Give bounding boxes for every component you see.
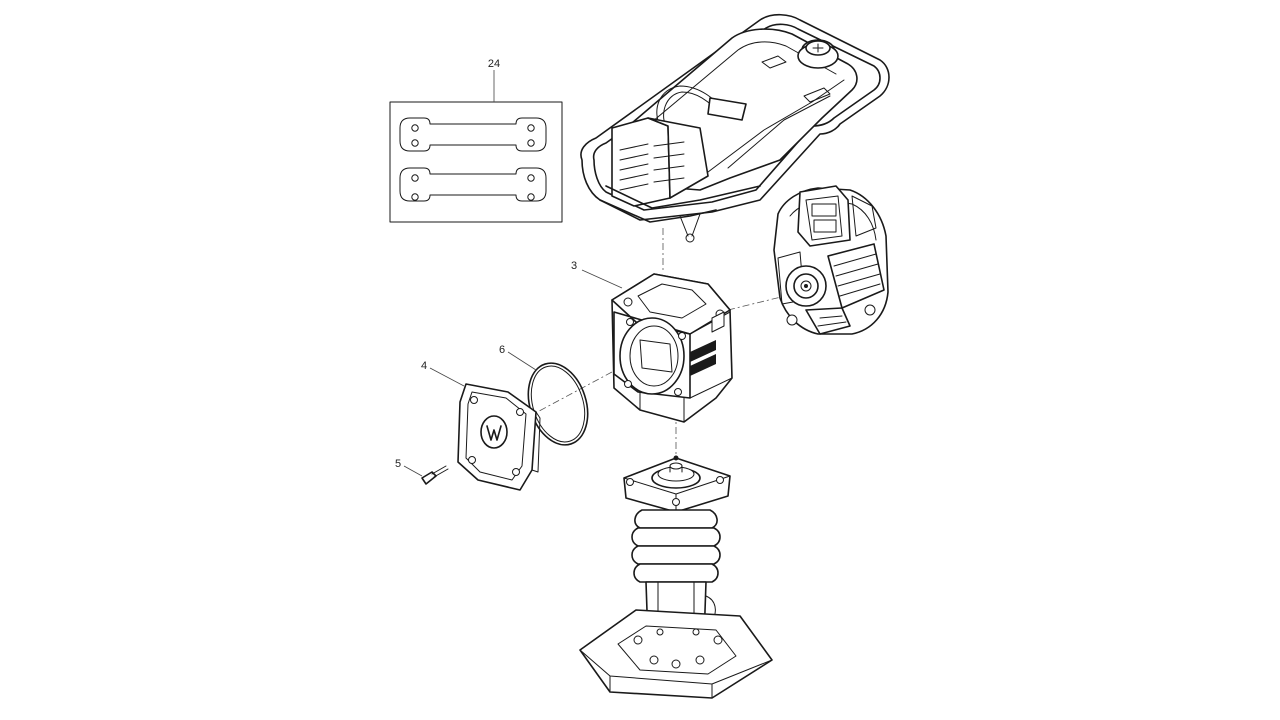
- callout-6: 6: [499, 344, 505, 356]
- part-3-crankcase[interactable]: [581, 269, 733, 423]
- callout-4: 4: [421, 360, 427, 372]
- ramming-system-assembly[interactable]: [579, 455, 773, 699]
- part-4-cover-plate[interactable]: [429, 367, 541, 491]
- handle-tank-assembly[interactable]: [580, 13, 890, 243]
- engine-assembly[interactable]: [773, 185, 889, 335]
- callout-5: 5: [395, 458, 401, 470]
- callout-3: 3: [571, 260, 577, 272]
- callout-24: 24: [488, 58, 500, 70]
- part-24-mount-kit[interactable]: [389, 70, 563, 223]
- assembly-center-lines: [499, 228, 786, 462]
- part-5-screw[interactable]: [403, 465, 449, 485]
